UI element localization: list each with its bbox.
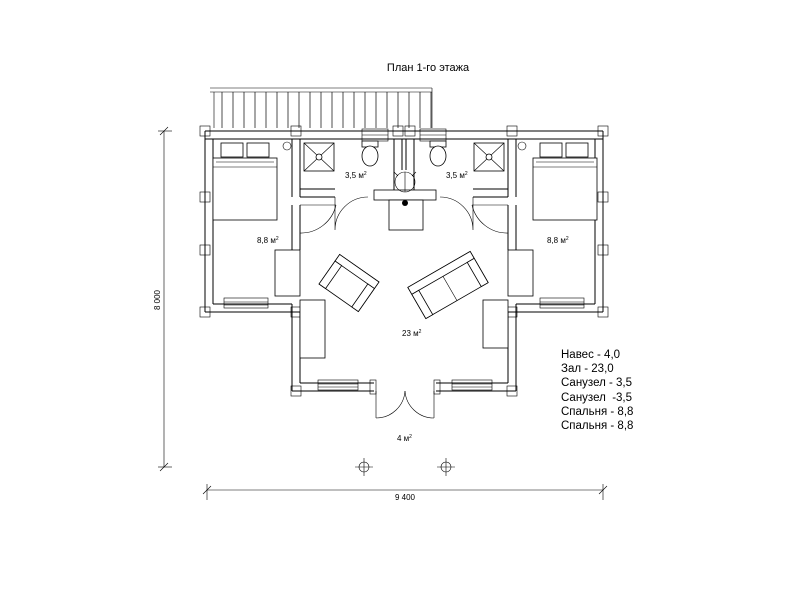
log-end bbox=[199, 244, 211, 256]
room-label-bath-left: 3,5 м2 bbox=[345, 171, 367, 180]
dimension-height-label: 8 000 bbox=[153, 289, 162, 310]
legend-item: Навес - 4,0 bbox=[561, 349, 621, 361]
furniture bbox=[212, 140, 598, 359]
interior-walls bbox=[291, 139, 517, 250]
armchair bbox=[318, 253, 380, 313]
room-label-bedroom-right: 8,8 м2 bbox=[547, 236, 569, 245]
cabinet-left bbox=[299, 299, 326, 359]
dimension-height: 8 000 bbox=[153, 126, 172, 472]
legend-item: Зал - 23,0 bbox=[561, 363, 614, 376]
log-end bbox=[506, 385, 518, 397]
wardrobe-left bbox=[274, 249, 301, 297]
log-end bbox=[597, 306, 609, 318]
bed-right bbox=[532, 142, 598, 221]
dimension-width: 9 400 bbox=[202, 484, 608, 502]
dimension-width-label: 9 400 bbox=[395, 493, 416, 502]
shower-left bbox=[303, 142, 335, 172]
log-end bbox=[597, 244, 609, 256]
legend-item: Санузел -3,5 bbox=[561, 391, 633, 404]
plan-title: План 1-го этажа bbox=[387, 62, 470, 74]
log-end bbox=[199, 191, 211, 203]
log-end bbox=[392, 125, 404, 137]
room-label-hall: 23 м2 bbox=[402, 329, 422, 338]
log-end bbox=[199, 125, 211, 137]
room-labels: 3,5 м2 3,5 м2 8,8 м2 8,8 м2 23 м2 4 м2 bbox=[257, 171, 569, 443]
room-label-porch: 4 м2 bbox=[397, 434, 412, 443]
legend-item: Санузел - 3,5 bbox=[561, 377, 633, 390]
shower-right bbox=[473, 142, 505, 172]
legend-item: Спальня - 8,8 bbox=[561, 405, 634, 418]
log-end bbox=[199, 306, 211, 318]
area-legend: Навес - 4,0 Зал - 23,0 Санузел - 3,5 Сан… bbox=[561, 348, 633, 433]
sofa bbox=[407, 250, 489, 320]
toilet-right bbox=[429, 140, 447, 167]
log-end bbox=[506, 125, 518, 137]
cabinet-right bbox=[482, 299, 509, 349]
windows bbox=[223, 128, 585, 391]
terrace-railing bbox=[210, 87, 433, 128]
room-label-bath-right: 3,5 м2 bbox=[446, 171, 468, 180]
bed-left bbox=[212, 142, 278, 221]
porch-columns bbox=[355, 458, 455, 476]
toilet-left bbox=[361, 140, 379, 167]
log-end bbox=[290, 125, 302, 137]
doors bbox=[299, 171, 509, 419]
log-end bbox=[404, 125, 416, 137]
log-end bbox=[597, 191, 609, 203]
legend-item: Спальня - 8,8 bbox=[561, 420, 634, 433]
exterior-walls bbox=[204, 130, 604, 395]
room-label-bedroom-left: 8,8 м2 bbox=[257, 236, 279, 245]
log-end bbox=[290, 385, 302, 397]
wardrobe-right bbox=[507, 249, 534, 297]
log-end bbox=[597, 125, 609, 137]
